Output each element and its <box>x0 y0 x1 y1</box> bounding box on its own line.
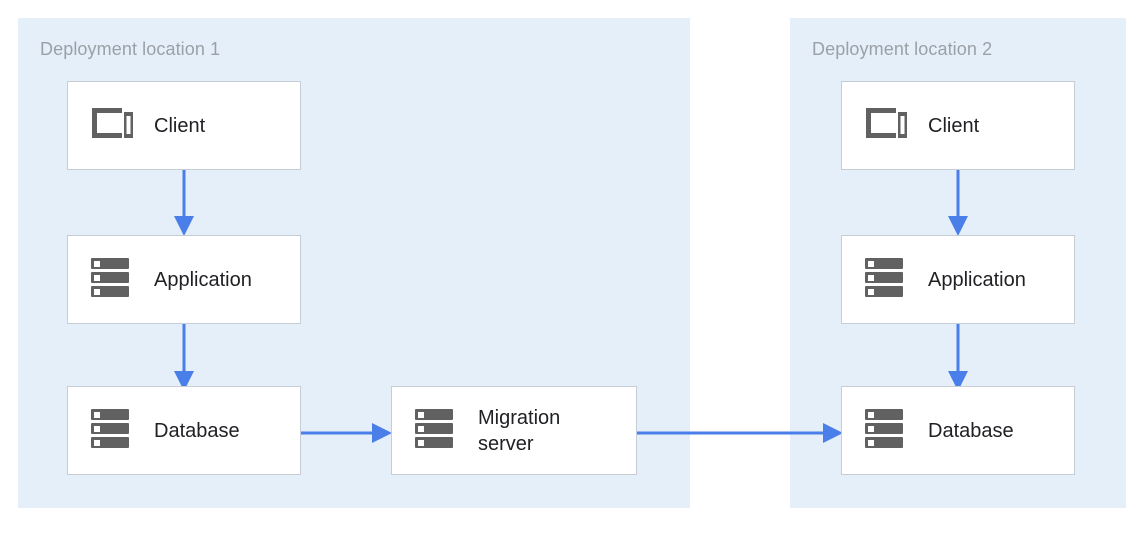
node-application-1[interactable]: Application <box>67 235 301 324</box>
node-client-1-label: Client <box>154 114 206 137</box>
node-migration-server[interactable]: Migration server <box>391 386 637 475</box>
server-icon <box>414 406 458 455</box>
connector-application1-to-database1 <box>174 323 194 391</box>
node-client-2[interactable]: Client <box>841 81 1075 170</box>
deployment-zone-2-title: Deployment location 2 <box>812 39 993 59</box>
devices-icon <box>864 104 908 147</box>
node-client-1[interactable]: Client <box>67 81 301 170</box>
connector-client1-to-application1 <box>174 168 194 236</box>
node-client-2-label: Client <box>928 114 980 137</box>
server-icon <box>90 406 134 455</box>
server-icon <box>864 406 908 455</box>
node-database-2-label: Database <box>928 419 1014 442</box>
connector-migration-server-to-database2 <box>635 423 843 443</box>
node-database-1[interactable]: Database <box>67 386 301 475</box>
node-application-1-label: Application <box>154 268 252 291</box>
connector-client2-to-application2 <box>948 168 968 236</box>
connector-application2-to-database2 <box>948 323 968 391</box>
server-icon <box>90 255 134 304</box>
deployment-zone-1-title: Deployment location 1 <box>40 39 221 59</box>
node-migration-server-label: Migration server <box>478 406 561 455</box>
node-application-2-label: Application <box>928 268 1026 291</box>
server-icon <box>864 255 908 304</box>
devices-icon <box>90 104 134 147</box>
node-application-2[interactable]: Application <box>841 235 1075 324</box>
connector-database1-to-migration-server <box>298 423 392 443</box>
node-database-1-label: Database <box>154 419 240 442</box>
node-database-2[interactable]: Database <box>841 386 1075 475</box>
